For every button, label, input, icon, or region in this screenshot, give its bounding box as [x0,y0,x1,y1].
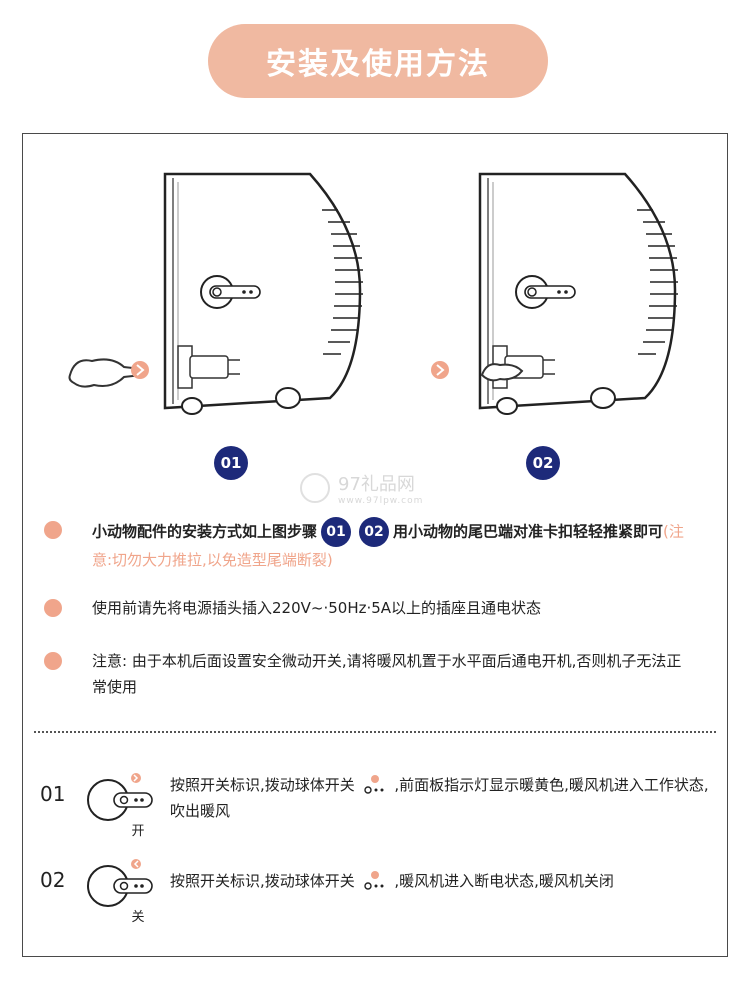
heater-illustration-step1 [60,170,380,420]
inline-step-badge-01: 01 [321,517,352,547]
watermark: 97礼品网 www.97lpw.com [300,470,423,506]
inline-step-badge-02: 02 [359,517,390,547]
switch-off-text-b: ,暖风机进入断电状态,暖风机关闭 [394,872,614,890]
note-power: 使用前请先将电源插头插入220V~·50Hz·5A以上的插座且通电状态 [44,595,692,621]
note-safety: 注意: 由于本机后面设置安全微动开关,请将暖风机置于水平面后通电开机,否则机子无… [44,648,692,700]
bullet-dot [44,652,62,670]
content-frame [22,133,728,957]
switch-on-text-a: 按照开关标识,拨动球体开关 [170,776,355,794]
mini-switch-off-icon [362,870,388,893]
bullet-dot [44,521,62,539]
note-install-text-a: 小动物配件的安装方式如上图步骤 [92,522,318,541]
switch-off-icon: 关 [84,858,154,928]
switch-row-on: 01 开 按照开关标识,拨动球体开关 ,前面板指示灯显示暖黄色,暖风机进入工作状… [40,772,710,842]
switch-row-off: 02 关 按照开关标识,拨动球体开关 ,暖风机进入断电状态,暖风机关闭 [40,858,710,928]
watermark-main: 97礼品网 [338,474,415,495]
note-install-warning: (注意:切勿大力推拉,以免造型尾端断裂) [92,522,684,570]
step-badge-01: 01 [214,446,248,480]
switch-off-label: 关 [131,910,145,925]
switch-on-icon: 开 [84,772,154,842]
switch-off-text-a: 按照开关标识,拨动球体开关 [170,872,355,890]
switch-step-number: 02 [40,868,66,892]
note-install-text-b: 用小动物的尾巴端对准卡扣轻轻推紧即可 [393,522,664,541]
dotted-divider [34,731,716,733]
switch-step-number: 01 [40,782,66,806]
heater-illustration-step2 [420,170,680,420]
switch-on-label: 开 [131,824,145,839]
note-safety-text: 注意: 由于本机后面设置安全微动开关,请将暖风机置于水平面后通电开机,否则机子无… [92,652,682,696]
step-badge-02: 02 [526,446,560,480]
watermark-sub: www.97lpw.com [338,496,424,506]
bullet-dot [44,599,62,617]
watermark-logo-icon [300,473,330,503]
page-title: 安装及使用方法 [208,24,548,98]
mini-switch-on-icon [362,774,388,797]
note-power-text: 使用前请先将电源插头插入220V~·50Hz·5A以上的插座且通电状态 [92,599,542,617]
switch-on-text-b: ,前面板指示灯显示暖黄色,暖风机进入工作状态,吹出暖风 [170,776,709,820]
